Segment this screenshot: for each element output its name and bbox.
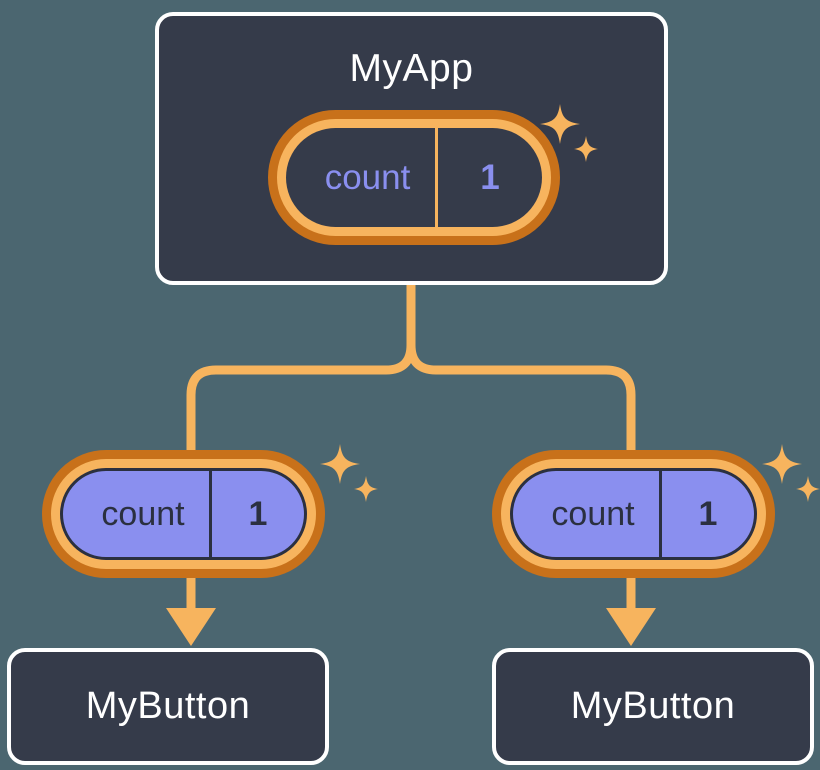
node-card-mybutton-left[interactable]: MyButton xyxy=(7,648,329,765)
state-pill-inner: count 1 xyxy=(60,468,307,560)
state-value-label: 1 xyxy=(435,128,542,227)
state-key-label: count xyxy=(324,157,411,197)
sparkle-icon xyxy=(320,444,360,484)
node-title-myapp: MyApp xyxy=(349,47,474,90)
state-pill-child-left[interactable]: count 1 xyxy=(42,450,325,578)
node-title-mybutton: MyButton xyxy=(570,685,736,727)
state-value-label: 1 xyxy=(659,471,754,557)
state-pill-inner: count 1 xyxy=(286,128,542,227)
sparkle-icon xyxy=(762,444,802,484)
state-pill-inner: count 1 xyxy=(510,468,757,560)
node-title-mybutton: MyButton xyxy=(85,685,251,727)
state-pill-myapp[interactable]: count 1 xyxy=(268,110,560,245)
state-key-label: count xyxy=(551,494,635,533)
sparkle-icon xyxy=(354,476,378,502)
sparkle-group-child-left xyxy=(320,444,378,502)
state-value-label: 1 xyxy=(209,471,304,557)
state-pill-child-right[interactable]: count 1 xyxy=(492,450,775,578)
state-key-label: count xyxy=(101,494,185,533)
node-card-mybutton-right[interactable]: MyButton xyxy=(492,648,814,765)
sparkle-icon xyxy=(796,476,820,502)
